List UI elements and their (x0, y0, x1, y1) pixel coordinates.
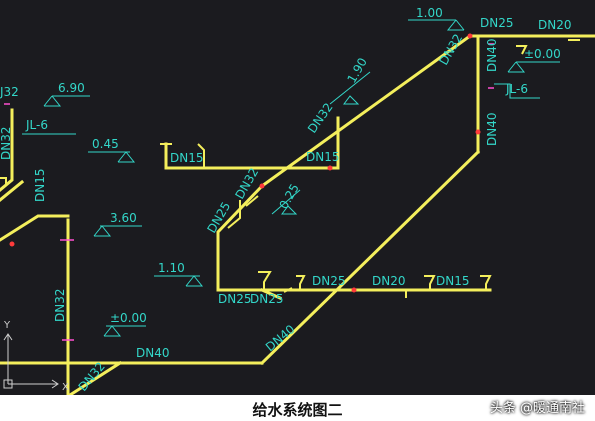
elevation-triangle-000a (103, 325, 146, 337)
pipe-bottom-left-diag (67, 360, 123, 395)
elevation-triangle-360 (93, 225, 142, 237)
elevation-triangle-110 (154, 275, 204, 287)
label-dn40-top-vert: DN40 (485, 39, 499, 73)
pipe-dn25-lower-short (260, 288, 282, 300)
node-right (475, 129, 481, 135)
label-dn20-low-h: DN20 (372, 274, 406, 288)
elevation-triangle-100 (408, 19, 465, 31)
figure-caption: 给水系统图二 (252, 401, 343, 419)
label-dn25-center: DN25 (204, 199, 233, 235)
elevation-000a: ±0.00 (110, 311, 147, 325)
label-dn25-low-h: DN25 (312, 274, 346, 288)
axis-x-label: X (62, 382, 69, 393)
fitting-stub-11 (283, 287, 293, 293)
elevation-triangle-025 (271, 189, 301, 215)
pipe-dn15-upper-branch (164, 116, 340, 170)
label-dn40-bottom: DN40 (136, 346, 170, 360)
pipe-main-diagonal (259, 149, 481, 366)
elevation-025: 0.25 (276, 181, 301, 211)
axis-y-label: Y (3, 320, 11, 331)
elevation-000b: ±0.00 (524, 47, 561, 61)
caption-strip: 给水系统图二 (0, 395, 595, 421)
fitting-stub-4 (296, 275, 306, 290)
fitting-stub-9 (227, 200, 241, 229)
label-dn25-lower: DN25 (218, 292, 252, 306)
fitting-stub-2 (197, 143, 205, 168)
label-dn15-low-h: DN15 (436, 274, 470, 288)
watermark: 头条 @暖通南社 (489, 401, 585, 416)
pipe-left-upper2 (0, 179, 25, 202)
fitting-stub-7 (516, 45, 528, 55)
label-dn25-top: DN25 (480, 16, 514, 30)
axis-y-line (3, 333, 13, 384)
node-left (9, 241, 15, 247)
pipe-center-riser (216, 183, 265, 292)
label-dn20-top: DN20 (538, 18, 572, 32)
water-supply-system-drawing: 1.00 6.90 0.45 1.90 0.25 3.60 1.10 ±0.00 (0, 0, 595, 395)
riser-label-left: JL-6 (25, 118, 48, 132)
axis-origin-box (3, 379, 13, 389)
elevation-360: 3.60 (110, 211, 137, 225)
elevation-triangle-045 (88, 151, 136, 163)
label-dn32-left-vert2: DN32 (53, 289, 67, 323)
label-dn15-upper: DN15 (170, 151, 204, 165)
riser-labels: JL-6 JL-6 J32 (0, 82, 540, 135)
pipe-nodes (4, 33, 494, 341)
label-dn32-left-vert: DN32 (0, 127, 13, 161)
node-dn15 (327, 165, 333, 171)
elevation-triangle-690 (43, 95, 90, 107)
elevation-190: 1.90 (344, 55, 369, 85)
node-lower (351, 287, 357, 293)
axis-x-line (8, 379, 59, 389)
label-dn25-lower2: DN25 (250, 292, 284, 306)
pipe-network (0, 33, 595, 395)
riser-label-right: JL-6 (505, 82, 528, 96)
fitting-stub-3 (258, 271, 272, 290)
label-dn32-mid-diag: DN32 (305, 100, 336, 135)
elevation-triangle-000b (507, 61, 560, 73)
node-center (259, 183, 265, 189)
label-dn15-left: DN15 (33, 169, 47, 203)
elevation-690: 6.90 (58, 81, 85, 95)
ucs-axis-icon: Y X (3, 320, 69, 393)
elevation-triangle-190 (329, 71, 371, 105)
fitting-stub-10 (245, 195, 259, 207)
fitting-stub-6 (480, 275, 492, 290)
label-dn40-diag-bottom: DN40 (263, 322, 298, 354)
fitting-stub-13 (0, 177, 7, 186)
elevation-100: 1.00 (416, 6, 443, 20)
fitting-stub-5 (424, 275, 436, 290)
riser-label-j32: J32 (0, 85, 19, 99)
pipe-upper-diagonal (259, 33, 473, 189)
node-top (467, 33, 473, 39)
pipe-left-upper (0, 108, 14, 192)
label-dn15-mid: DN15 (306, 150, 340, 164)
label-dn40-right-vert: DN40 (485, 113, 499, 147)
elevation-110: 1.10 (158, 261, 185, 275)
pipe-left-branch (0, 214, 70, 242)
riser-leader-right (494, 83, 540, 99)
label-dn32-top-diag: DN32 (436, 31, 465, 67)
elevation-markers: 1.00 6.90 0.45 1.90 0.25 3.60 1.10 ±0.00 (43, 6, 561, 337)
elevation-045: 0.45 (92, 137, 119, 151)
